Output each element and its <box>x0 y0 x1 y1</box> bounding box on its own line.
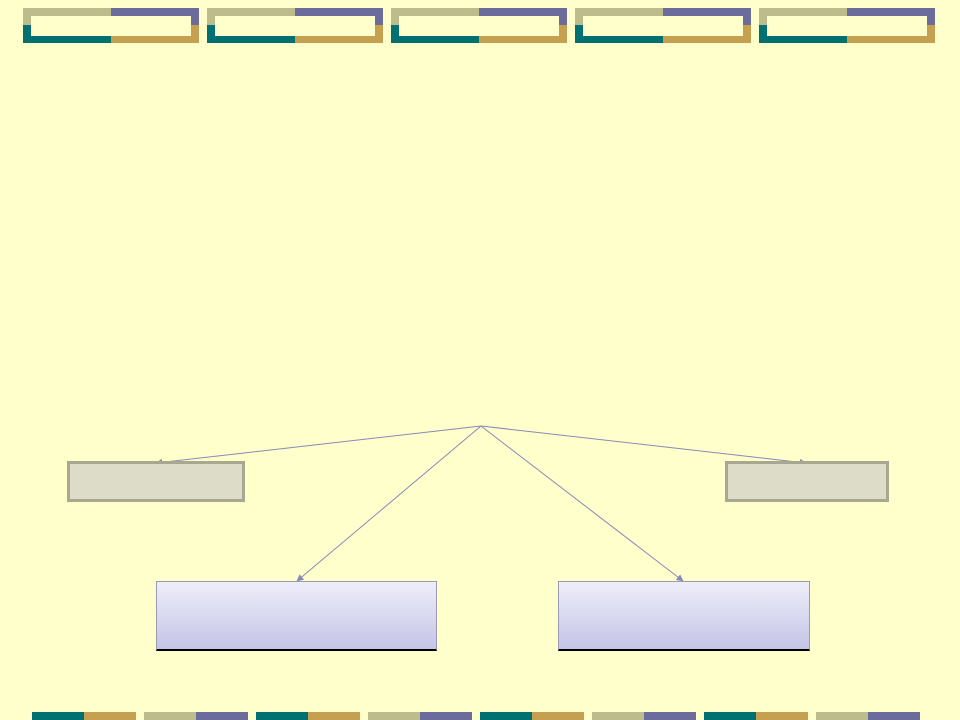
deco-right <box>196 712 248 720</box>
connector-to-bottom-right <box>480 425 684 582</box>
top-decoration-block <box>23 8 199 43</box>
deco-inner <box>215 16 375 36</box>
deco-right <box>756 712 808 720</box>
deco-right <box>308 712 360 720</box>
deco-left <box>816 712 868 720</box>
deco-right <box>532 712 584 720</box>
bottom-decoration-block <box>592 712 696 720</box>
connector-to-left-gray <box>155 425 482 466</box>
connector-to-right-gray <box>480 425 807 466</box>
deco-inner <box>31 16 191 36</box>
bottom-decoration-block <box>144 712 248 720</box>
node-left-gray <box>67 461 245 502</box>
node-right-gray <box>725 461 889 502</box>
bottom-decoration-block <box>816 712 920 720</box>
top-decoration-block <box>575 8 751 43</box>
connector-to-bottom-left <box>296 425 482 582</box>
bottom-decoration-block <box>704 712 808 720</box>
deco-left <box>144 712 196 720</box>
deco-inner <box>583 16 743 36</box>
bottom-decoration-block <box>368 712 472 720</box>
deco-right <box>420 712 472 720</box>
bottom-decoration-block <box>32 712 136 720</box>
top-decoration-block <box>207 8 383 43</box>
deco-left <box>592 712 644 720</box>
deco-left <box>704 712 756 720</box>
node-bottom-left <box>156 581 437 651</box>
node-bottom-right <box>558 581 810 651</box>
deco-right <box>868 712 920 720</box>
deco-left <box>256 712 308 720</box>
deco-inner <box>399 16 559 36</box>
top-decoration-block <box>759 8 935 43</box>
bottom-decoration-block <box>480 712 584 720</box>
deco-right <box>84 712 136 720</box>
deco-left <box>32 712 84 720</box>
top-decoration-block <box>391 8 567 43</box>
deco-inner <box>767 16 927 36</box>
bottom-decoration-block <box>256 712 360 720</box>
deco-right <box>644 712 696 720</box>
deco-left <box>480 712 532 720</box>
deco-left <box>368 712 420 720</box>
